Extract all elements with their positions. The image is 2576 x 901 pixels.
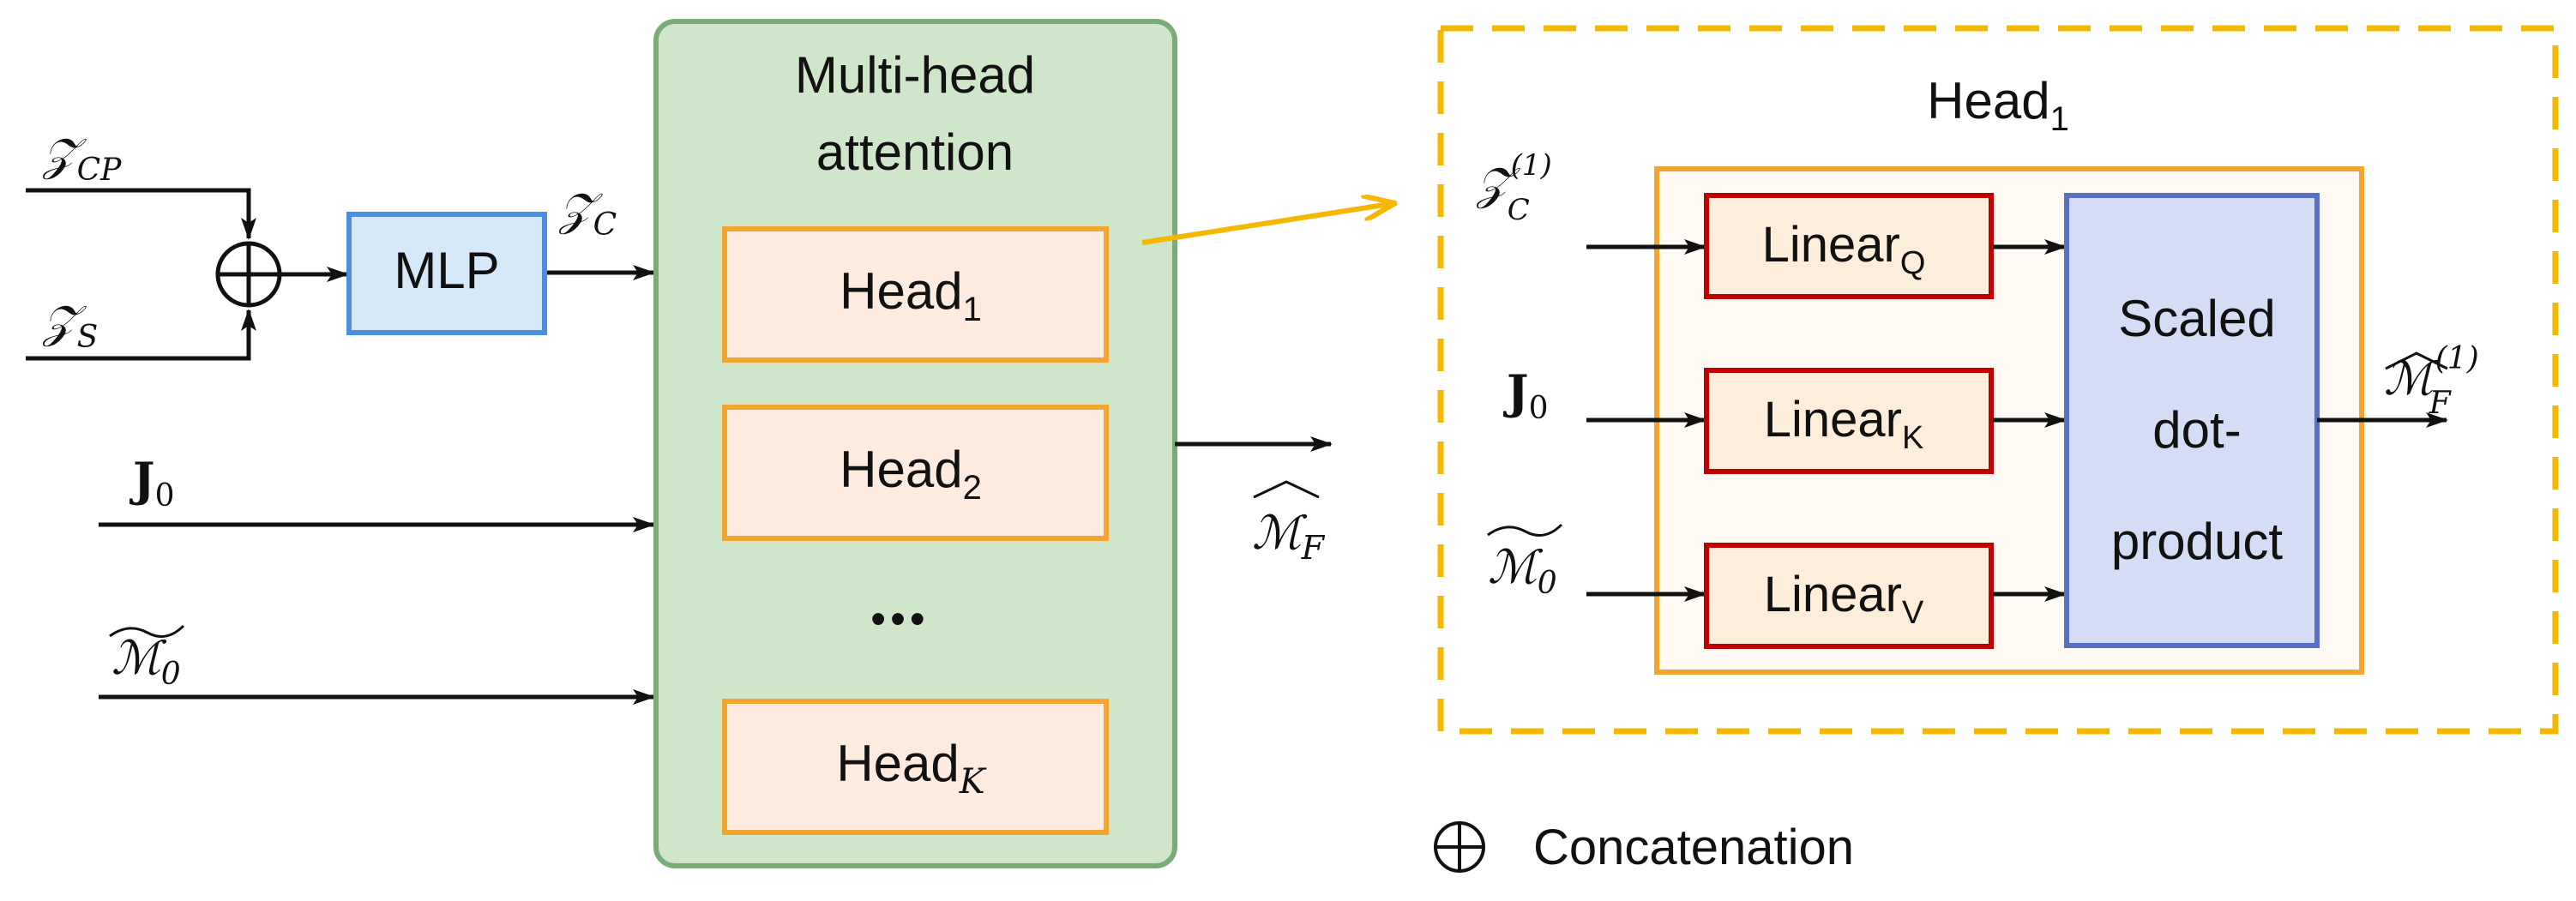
- head-detail-title: Head1: [1927, 72, 2069, 138]
- head-1-box: Head1: [722, 226, 1109, 363]
- svg-text:Head1: Head1: [840, 262, 982, 328]
- svg-text:ℳF: ℳF: [1252, 506, 1326, 567]
- detail-z-c1-label: 𝒵(1)C: [1476, 148, 1552, 227]
- z-cp-label: 𝒵CP: [42, 129, 122, 188]
- svg-text:LinearK: LinearK: [1764, 392, 1924, 456]
- head-detail-dashed-frame: [1437, 25, 2559, 735]
- svg-text:LinearV: LinearV: [1764, 567, 1924, 631]
- legend-label: Concatenation: [1533, 820, 1854, 875]
- svg-text:ℳ(1)F: ℳ(1)F: [2384, 341, 2479, 421]
- m0-label: ℳ0: [109, 624, 185, 692]
- attention-title-line1: Multi-head: [795, 46, 1035, 104]
- mlp-label: MLP: [394, 242, 499, 299]
- svg-text:Head2: Head2: [840, 441, 982, 507]
- svg-text:LinearQ: LinearQ: [1762, 217, 1926, 281]
- linear-v-box: LinearV: [1704, 543, 1994, 649]
- concat-icon: [215, 241, 282, 308]
- svg-text:ℳ0: ℳ0: [111, 631, 181, 692]
- sdp-label-line1: Scaled: [2118, 290, 2275, 347]
- sdp-label-line2: dot-: [2152, 401, 2241, 459]
- output-label: ℳF: [1252, 480, 1326, 567]
- z-cp-arrow: [26, 188, 256, 240]
- detail-m0-label: ℳ0: [1487, 523, 1563, 601]
- scaled-dot-product-box: [2064, 193, 2320, 648]
- linear-k-box: LinearK: [1704, 368, 1994, 474]
- detail-output-label: ℳ(1)F: [2384, 341, 2479, 421]
- head-detail-connector-arrow: [1141, 203, 1395, 245]
- legend-concat-icon: [1434, 821, 1485, 873]
- heads-ellipsis: •••: [871, 597, 930, 642]
- linear-q-box: LinearQ: [1704, 193, 1994, 299]
- detail-j0-label: J0: [1503, 364, 1548, 426]
- attention-title-line2: attention: [816, 123, 1014, 181]
- z-c-label: 𝒵C: [558, 184, 617, 243]
- svg-text:HeadK: HeadK: [836, 735, 986, 802]
- svg-text:ℳ0: ℳ0: [1488, 540, 1557, 601]
- z-s-label: 𝒵S: [42, 297, 98, 355]
- z-s-arrow: [26, 309, 256, 361]
- sdp-label-line3: product: [2111, 513, 2283, 570]
- j0-label: J0: [129, 452, 174, 514]
- head-2-box: Head2: [722, 405, 1109, 541]
- mlp-box: [346, 212, 547, 335]
- head-k-box: HeadK: [722, 699, 1109, 835]
